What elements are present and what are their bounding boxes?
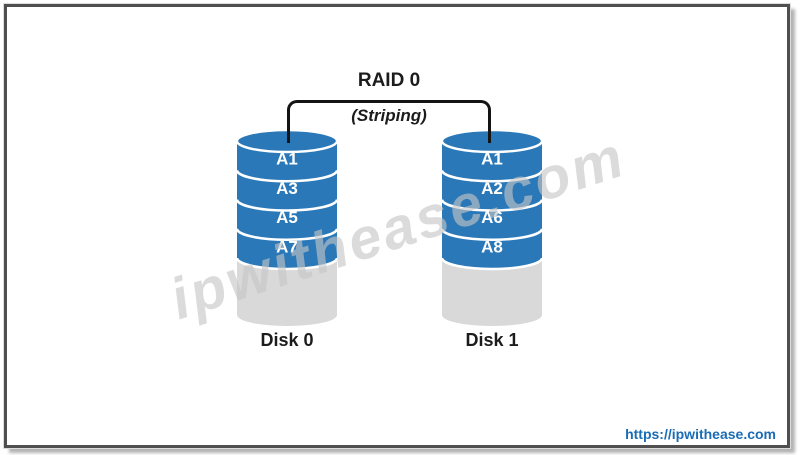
disk-1-label: Disk 1 bbox=[465, 330, 519, 350]
stripe-separator bbox=[236, 199, 338, 212]
disk-block-label: A7 bbox=[276, 237, 298, 256]
stripe-separator bbox=[441, 228, 543, 242]
disk-cylinder-graphic: A1 A2 A6 A8 bbox=[441, 129, 543, 326]
stripe-separator bbox=[441, 199, 543, 212]
stripe-separator bbox=[441, 257, 543, 271]
diagram-subtitle: (Striping) bbox=[351, 106, 427, 125]
disk-block-label: A8 bbox=[481, 237, 503, 256]
disk-cylinder-graphic: A1 A3 A5 A7 bbox=[236, 129, 338, 326]
disk-block-label: A2 bbox=[481, 179, 503, 198]
slide-frame bbox=[4, 4, 790, 448]
disk-0-cylinder: A1 A3 A5 A7 bbox=[236, 129, 338, 327]
stripe-separator bbox=[236, 169, 338, 183]
disk-0-label: Disk 0 bbox=[260, 330, 314, 350]
disk-block-label: A1 bbox=[276, 150, 298, 169]
stripe-separator bbox=[236, 257, 338, 271]
disk-1-cylinder: A1 A2 A6 A8 bbox=[441, 129, 543, 327]
diagram-title: RAID 0 bbox=[357, 70, 421, 91]
disk-block-label: A6 bbox=[481, 208, 503, 227]
disk-top-ellipse bbox=[441, 129, 543, 154]
disk-block-label: A3 bbox=[276, 179, 298, 198]
stripe-separator bbox=[441, 169, 543, 183]
stripe-separator bbox=[236, 228, 338, 242]
disk-free-space bbox=[442, 258, 542, 326]
disk-block-label: A1 bbox=[481, 150, 503, 169]
footer-site-link[interactable]: https://ipwithease.com bbox=[625, 426, 776, 442]
disk-block-label: A5 bbox=[276, 208, 298, 227]
bracket-connector bbox=[287, 100, 491, 143]
disk-free-space bbox=[237, 258, 337, 326]
